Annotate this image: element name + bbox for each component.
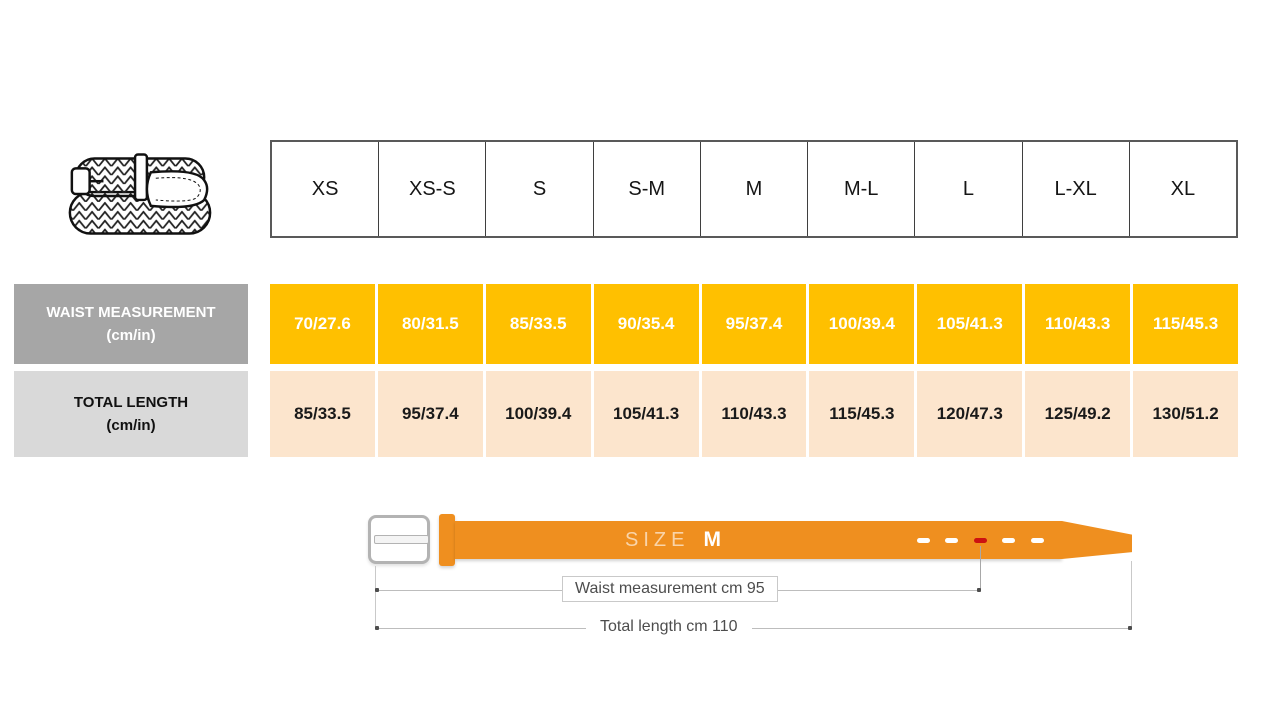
belt-size-text: SIZE M (553, 521, 793, 559)
length-value-cell: 85/33.5 (270, 371, 375, 457)
waist-row-unit: (cm/in) (106, 327, 156, 344)
size-header-cell: XS-S (378, 142, 485, 236)
length-value-cell: 115/45.3 (809, 371, 915, 457)
waist-value-cell: 95/37.4 (701, 284, 807, 364)
waist-value-cell: 100/39.4 (809, 284, 915, 364)
size-header-cell: L (914, 142, 1021, 236)
belt-hole-red-marker (974, 538, 987, 543)
waist-value-row: 70/27.6 80/31.5 85/33.5 90/35.4 95/37.4 … (270, 284, 1239, 364)
size-header-cell: S (485, 142, 592, 236)
length-dimension-line (376, 628, 1131, 629)
size-header-cell: M (699, 142, 807, 236)
dimension-endpoint (1128, 626, 1132, 630)
dimension-endpoint (977, 588, 981, 592)
waist-value-cell: 90/35.4 (593, 284, 699, 364)
belt-tip-stitching (155, 177, 201, 202)
waist-value-cell: 80/31.5 (377, 284, 483, 364)
length-dimension-caption: Total length cm 110 (586, 617, 752, 637)
waist-value-cell: 85/33.5 (485, 284, 591, 364)
waist-row-label-text: WAIST MEASUREMENT (46, 303, 216, 321)
length-value-cell: 95/37.4 (377, 371, 483, 457)
length-row-label: TOTAL LENGTH (cm/in) (14, 371, 248, 457)
dimension-endpoint (375, 588, 379, 592)
dimension-endpoint (375, 626, 379, 630)
size-header-cell: XL (1128, 142, 1236, 236)
length-value-cell: 125/49.2 (1025, 371, 1131, 457)
waist-value-cell: 110/43.3 (1025, 284, 1131, 364)
belt-hole (945, 538, 958, 543)
length-value-cell: 105/41.3 (593, 371, 699, 457)
size-header-cell: S-M (592, 142, 700, 236)
length-value-cell: 120/47.3 (917, 371, 1023, 457)
length-value-cell: 130/51.2 (1133, 371, 1239, 457)
belt-keeper-drawing (133, 153, 149, 202)
size-value: M (703, 528, 721, 551)
length-row-unit: (cm/in) (106, 417, 156, 434)
waist-value-cell: 70/27.6 (270, 284, 375, 364)
red-hole-leader-line (980, 546, 981, 590)
belt-tip-drawing (145, 170, 209, 209)
belt-strap (455, 521, 1062, 559)
belt-buckle-prong (374, 535, 429, 544)
waist-row-label: WAIST MEASUREMENT (cm/in) (14, 284, 248, 364)
length-value-cell: 100/39.4 (485, 371, 591, 457)
braided-belt-illustration (68, 153, 212, 235)
waist-dimension-caption: Waist measurement cm 95 (562, 576, 778, 602)
size-header-row: XS XS-S S S-M M M-L L L-XL XL (270, 140, 1238, 238)
size-header-cell: M-L (807, 142, 914, 236)
belt-hole (1031, 538, 1044, 543)
belt-hole (1002, 538, 1015, 543)
belt-strap-tip (1062, 521, 1132, 559)
length-value-cell: 110/43.3 (701, 371, 807, 457)
length-row-label-text: TOTAL LENGTH (73, 393, 189, 411)
belt-keeper (439, 514, 455, 566)
belt-buckle-drawing (70, 167, 91, 196)
tip-leader-line (1131, 561, 1132, 629)
waist-value-cell: 105/41.3 (917, 284, 1023, 364)
length-value-row: 85/33.5 95/37.4 100/39.4 105/41.3 110/43… (270, 371, 1239, 457)
size-header-cell: XS (311, 177, 339, 200)
waist-value-cell: 115/45.3 (1133, 284, 1239, 364)
belt-hole (917, 538, 930, 543)
buckle-leader-line (375, 566, 376, 629)
size-header-cell: L-XL (1021, 142, 1129, 236)
size-label: SIZE (625, 528, 690, 551)
